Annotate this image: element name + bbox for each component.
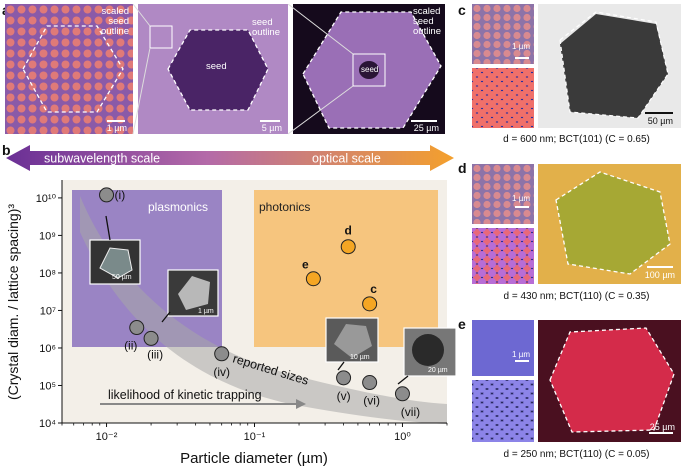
reported-point xyxy=(143,330,159,346)
crystal-e-image xyxy=(549,327,675,433)
panel-e-large-scale: 25 µm xyxy=(649,422,675,432)
panel-a-image-3: scaled seed outline seed 25 µm xyxy=(293,4,445,134)
panel-e-small-1: 1 µm xyxy=(472,320,534,376)
point-label: c xyxy=(370,282,377,296)
panel-d-caption: d = 430 nm; BCT(110) (C = 0.35) xyxy=(503,291,650,302)
panel-a-3-seed: seed xyxy=(361,65,379,74)
inset-vii: 20 µm xyxy=(403,327,457,377)
x-tick-label: 10⁻² xyxy=(96,431,118,443)
panel-a-2-seed: seed xyxy=(206,61,227,72)
panel-d-large: 100 µm xyxy=(538,164,681,284)
panel-c-small-1: 1 µm xyxy=(472,4,534,64)
scalebar xyxy=(647,266,673,268)
panel-a-image-1: scaled seed outline 1 µm xyxy=(5,4,133,134)
reported-point xyxy=(362,375,378,391)
panel-a-image-2: seed outline seed 5 µm xyxy=(138,4,288,134)
zoom-connectors xyxy=(132,4,354,135)
panel-a-1-label: scaled seed outline xyxy=(101,6,129,37)
panel-d-small-2 xyxy=(472,228,534,284)
point-label: (vi) xyxy=(363,394,380,408)
point-label: (v) xyxy=(337,389,351,403)
y-tick-label: 10⁹ xyxy=(39,230,56,242)
inset-iii: 1 µm xyxy=(167,269,219,317)
crystal-image xyxy=(293,4,445,134)
inset-v-scale: 10 µm xyxy=(350,354,370,361)
panel-a-3-label: scaled seed outline xyxy=(413,6,441,37)
panel-c-letter: c xyxy=(458,2,466,18)
panel-a-2-scale: 5 µm xyxy=(261,123,282,133)
reported-point xyxy=(394,386,410,402)
point-label: (vii) xyxy=(401,405,420,419)
y-axis-title: (Crystal diam. / lattice spacing)³ xyxy=(5,204,21,400)
this-work-point xyxy=(362,296,378,312)
kinetic-label: likelihood of kinetic trapping xyxy=(108,388,262,402)
photonics-label: photonics xyxy=(259,200,310,214)
y-tick-label: 10⁷ xyxy=(40,305,56,317)
point-label: d xyxy=(345,224,352,238)
y-tick-label: 10⁴ xyxy=(39,418,56,430)
inset-i: 50 µm xyxy=(89,239,141,285)
panel-b-letter: b xyxy=(2,142,11,158)
lattice-image xyxy=(5,4,133,134)
reported-point xyxy=(129,320,145,336)
y-tick-label: 10¹⁰ xyxy=(36,193,57,205)
scalebar xyxy=(107,120,125,122)
scalebar xyxy=(260,120,280,122)
panel-e-small-scale: 1 µm xyxy=(512,350,530,359)
crystal-c-image xyxy=(559,11,669,119)
reported-sizes-band xyxy=(80,196,447,424)
point-label: (iv) xyxy=(213,365,230,379)
crystal-d-image xyxy=(555,171,671,275)
reported-point xyxy=(99,187,115,203)
y-tick-label: 10⁸ xyxy=(39,268,56,280)
scalebar xyxy=(515,206,529,208)
panel-c-large-scale: 50 µm xyxy=(647,116,673,126)
this-work-point xyxy=(340,239,356,255)
panel-c-caption: d = 600 nm; BCT(101) (C = 0.65) xyxy=(503,134,650,145)
panel-e-letter: e xyxy=(458,316,466,332)
scalebar xyxy=(649,432,673,434)
scalebar xyxy=(515,360,529,362)
size-chart: plasmonics photonics reported sizes like… xyxy=(5,180,457,467)
reported-point xyxy=(336,370,352,386)
point-label: (iii) xyxy=(147,347,163,361)
kinetic-arrowhead xyxy=(296,399,306,409)
scalebar xyxy=(645,112,673,114)
arrow-right-label: optical scale xyxy=(312,152,381,166)
point-label: (i) xyxy=(115,188,126,202)
inset-vii-scale: 20 µm xyxy=(428,367,448,374)
x-tick-label: 10⁻¹ xyxy=(244,431,266,443)
arrow-left-label: subwavelength scale xyxy=(44,152,160,166)
point-label: e xyxy=(302,258,309,272)
seed-image xyxy=(138,4,288,134)
panel-c-small-2 xyxy=(472,68,534,128)
panel-a-3-scale: 25 µm xyxy=(413,123,439,133)
y-tick-label: 10⁵ xyxy=(39,380,56,392)
panel-c-small-scale: 1 µm xyxy=(512,42,530,51)
x-tick-label: 10⁰ xyxy=(394,431,411,443)
panel-c-large: 50 µm xyxy=(538,4,681,128)
panel-e-small-2 xyxy=(472,380,534,442)
panel-d-small-1: 1 µm xyxy=(472,164,534,224)
inset-i-scale: 50 µm xyxy=(112,274,132,281)
panel-d-letter: d xyxy=(458,160,467,176)
panel-a-2-label: seed outline xyxy=(252,17,280,38)
scalebar xyxy=(515,57,529,59)
inset-v: 10 µm xyxy=(325,317,379,363)
panel-e-large: 25 µm xyxy=(538,320,681,442)
inset-connectors xyxy=(105,215,409,385)
panel-d-small-scale: 1 µm xyxy=(512,194,530,203)
reported-point xyxy=(214,346,230,362)
x-axis-title: Particle diameter (µm) xyxy=(180,450,328,467)
plasmonics-label: plasmonics xyxy=(148,200,208,214)
panel-a-1-scale: 1 µm xyxy=(106,123,127,133)
scalebar xyxy=(411,120,437,122)
panel-d-large-scale: 100 µm xyxy=(644,270,675,280)
inset-iii-scale: 1 µm xyxy=(198,308,214,315)
point-label: (ii) xyxy=(124,339,137,353)
y-tick-label: 10⁶ xyxy=(39,343,56,355)
scale-arrow: subwavelength scale optical scale xyxy=(6,145,454,171)
this-work-point xyxy=(305,271,321,287)
panel-e-caption: d = 250 nm; BCT(110) (C = 0.05) xyxy=(503,449,650,460)
